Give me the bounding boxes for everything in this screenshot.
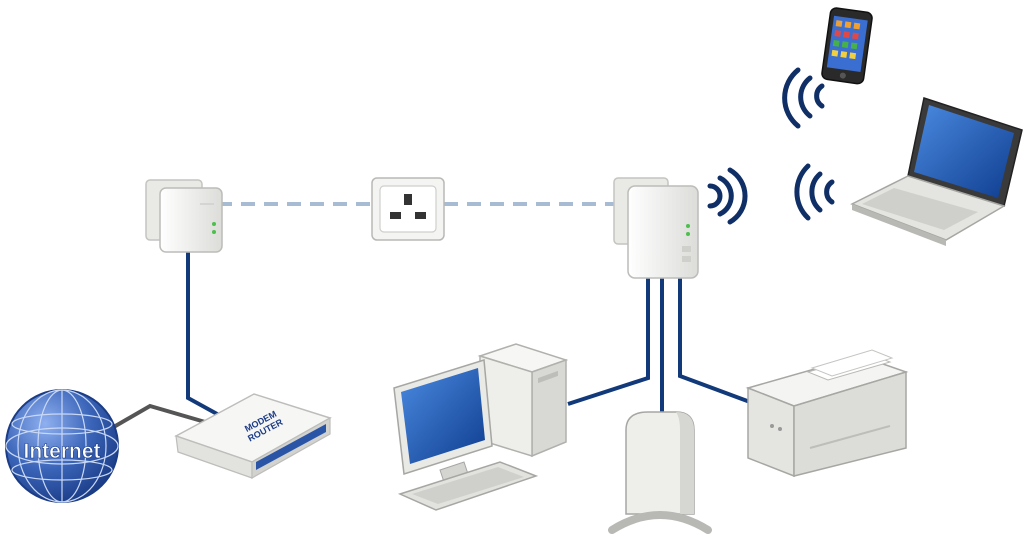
router-icon: MODEM ROUTER bbox=[174, 393, 332, 480]
cable-adapter-pc bbox=[567, 278, 650, 406]
printer-icon bbox=[745, 349, 909, 478]
cable-internet-router bbox=[110, 403, 213, 430]
wifi-signal-icon bbox=[707, 167, 748, 225]
smartphone-icon bbox=[821, 7, 873, 85]
wifi-signal-icon bbox=[794, 163, 835, 221]
powerline-adapter-icon bbox=[145, 179, 223, 253]
cable-adapter-router bbox=[186, 252, 229, 422]
laptop-icon bbox=[850, 97, 1023, 246]
desktop-pc-icon bbox=[393, 343, 569, 511]
wifi-powerline-adapter-icon bbox=[613, 177, 699, 279]
globe-icon: Internet bbox=[5, 389, 119, 503]
wall-socket-icon bbox=[371, 177, 445, 241]
cable-adapter-printer bbox=[678, 278, 751, 404]
globe-label: Internet bbox=[23, 440, 100, 463]
wifi-signal-icon bbox=[782, 67, 825, 129]
connections bbox=[110, 202, 751, 430]
media-box-icon bbox=[608, 411, 712, 534]
